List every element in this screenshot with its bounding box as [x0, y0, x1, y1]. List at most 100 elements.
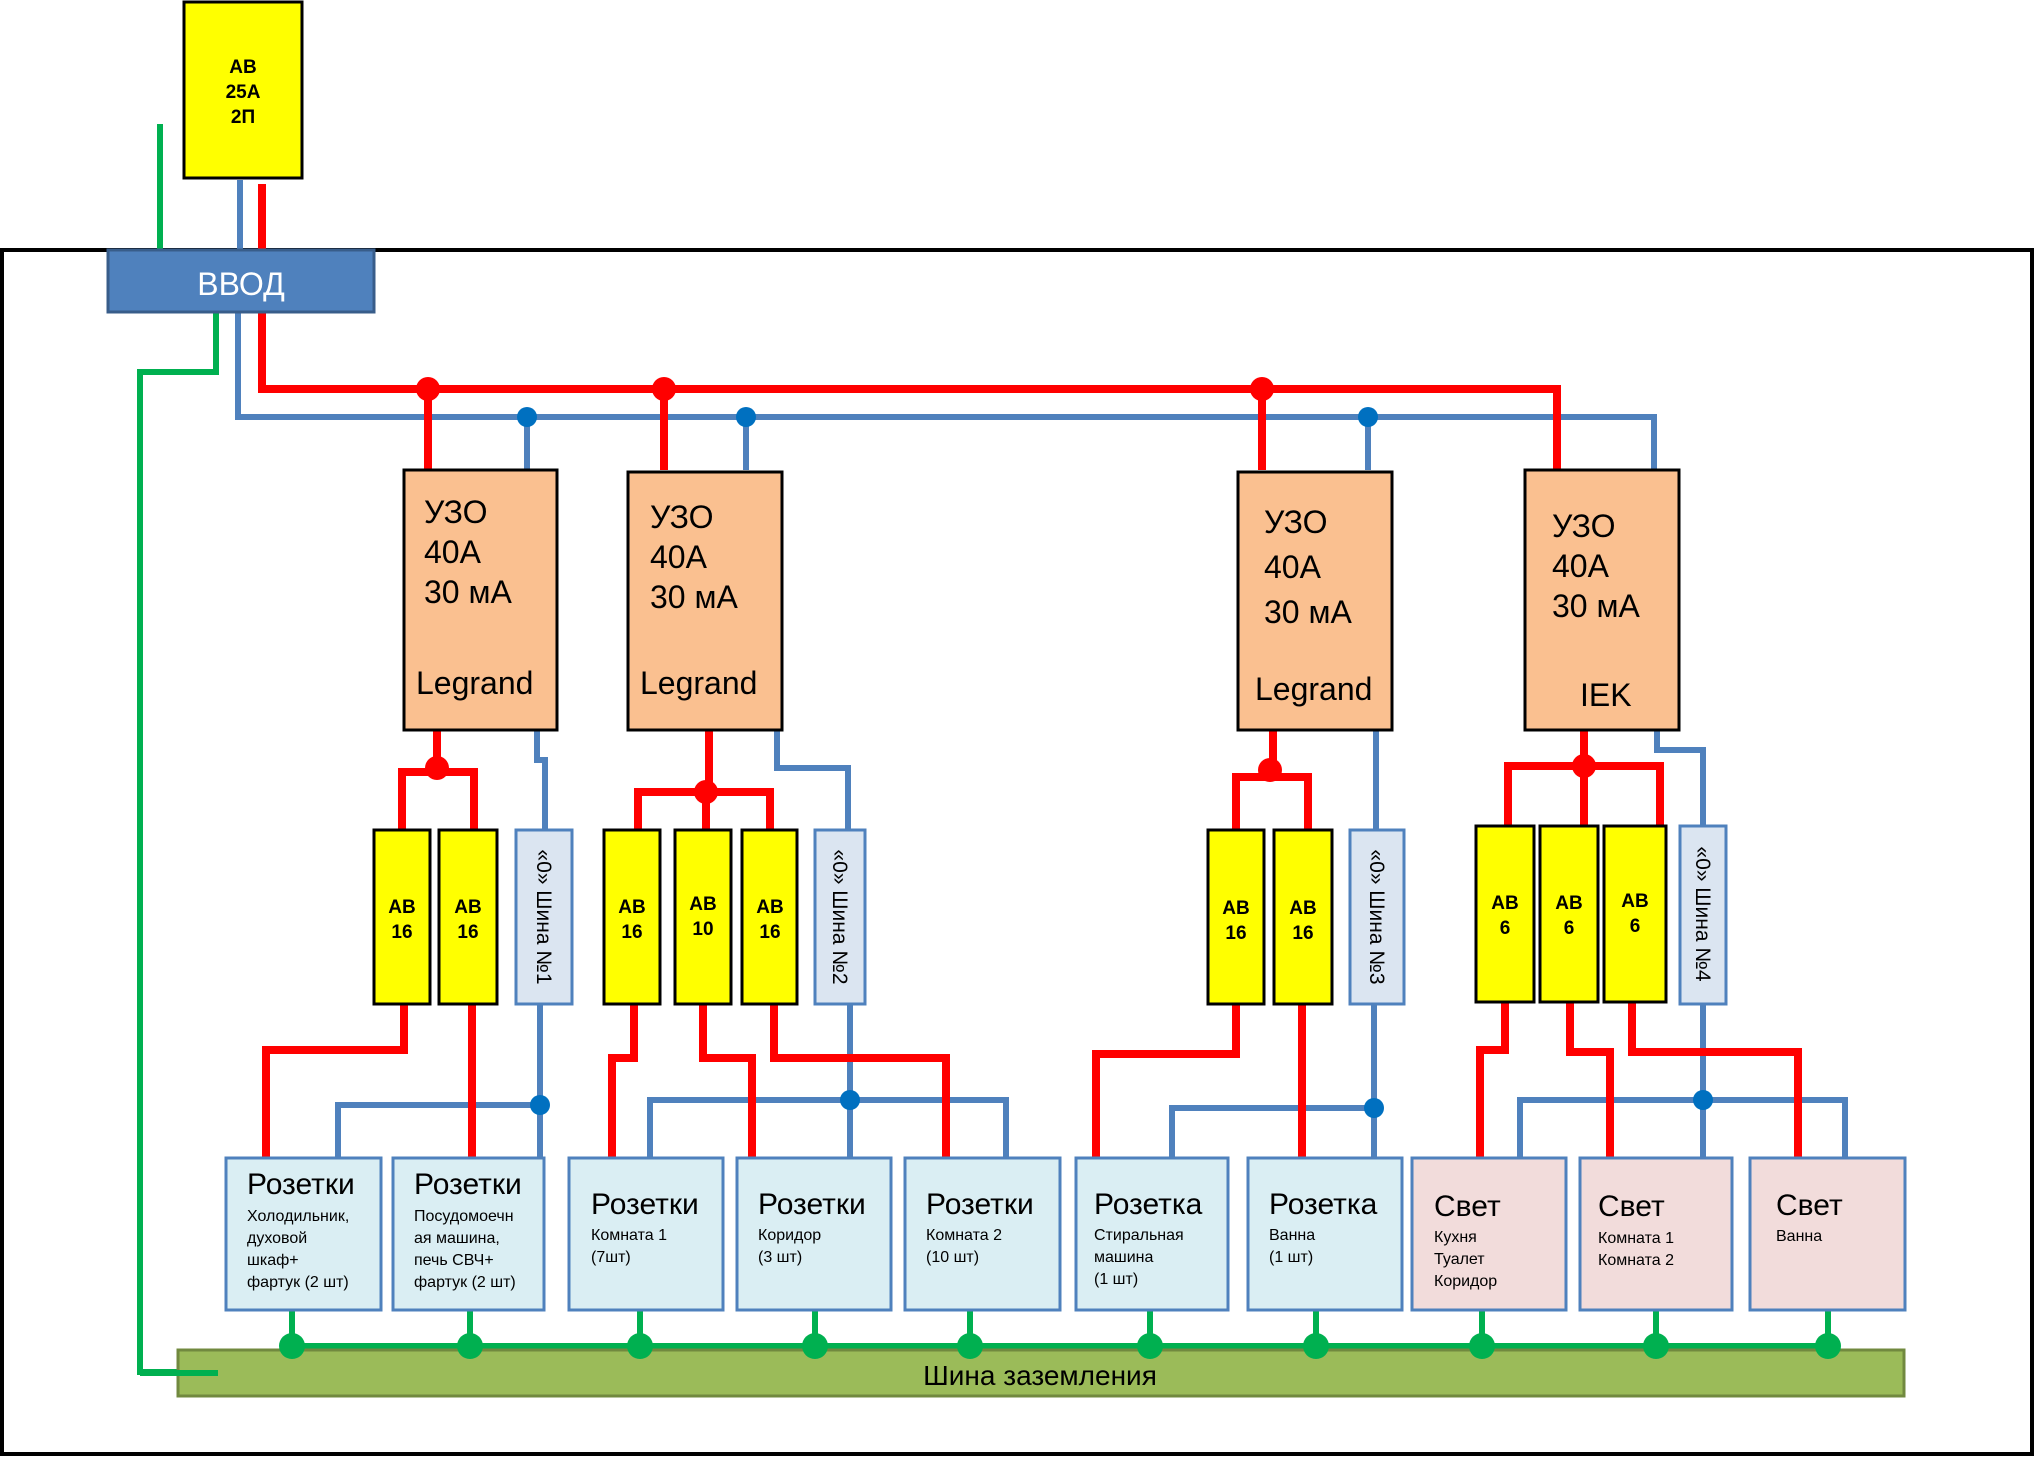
- rcd-2-line-3: 30 мА: [650, 579, 738, 615]
- circuit-9-desc-2: Комната 2: [1598, 1252, 1674, 1269]
- rcd-1-line-3: 30 мА: [424, 574, 512, 610]
- circuit-3-desc-2: (7шт): [591, 1249, 631, 1266]
- circuit-3-desc-1: Комната 1: [591, 1227, 667, 1244]
- breaker-9: АВ 6: [1538, 824, 1600, 1004]
- breaker-1-type: АВ: [388, 897, 415, 918]
- breaker-4-rating: 10: [692, 919, 713, 940]
- breaker-6-rating: 16: [1225, 923, 1246, 944]
- breaker-2: АВ 16: [437, 828, 499, 1006]
- circuit-1-desc-2: духовой: [247, 1230, 307, 1247]
- ground-bus-label: Шина заземления: [923, 1360, 1157, 1391]
- circuit-4-desc-2: (3 шт): [758, 1249, 802, 1266]
- circuit-3: Розетки Комната 1 (7шт): [567, 1156, 725, 1312]
- circuit-4: Розетки Коридор (3 шт): [735, 1156, 893, 1312]
- breaker-4-type: АВ: [689, 894, 716, 915]
- breaker-7-type: АВ: [1289, 898, 1316, 919]
- input-label: ВВОД: [197, 266, 285, 302]
- rcd-3-brand: Legrand: [1255, 671, 1372, 707]
- rcd-4-line-3: 30 мА: [1552, 588, 1640, 624]
- rcd-3-line-3: 30 мА: [1264, 594, 1352, 630]
- rcd-2-line-1: УЗО: [650, 499, 713, 535]
- rcd-4-line-2: 40А: [1552, 548, 1610, 584]
- neutral-bus-1-label: «0» Шина №1: [532, 849, 555, 984]
- neutral-wires: [235, 180, 1848, 1158]
- circuit-6-desc-2: машина: [1094, 1249, 1154, 1266]
- circuit-5-desc-2: (10 шт): [926, 1249, 979, 1266]
- breaker-9-rating: 6: [1564, 918, 1575, 939]
- circuit-1-desc-4: фартук (2 шт): [247, 1274, 349, 1291]
- red-junction-dots: [416, 377, 1596, 804]
- circuit-1-desc-1: Холодильник,: [247, 1208, 349, 1225]
- input-block: [106, 248, 376, 314]
- circuit-10-desc-1: Ванна: [1776, 1228, 1822, 1245]
- breaker-6-type: АВ: [1222, 898, 1249, 919]
- circuit-2-desc-4: фартук (2 шт): [414, 1274, 516, 1291]
- circuit-8-desc-2: Туалет: [1434, 1251, 1485, 1268]
- circuit-6-desc-1: Стиральная: [1094, 1227, 1184, 1244]
- circuit-2: Розетки Посудомоечн ая машина, печь СВЧ+…: [391, 1156, 546, 1312]
- neutral-bus-3: «0» Шина №3: [1348, 828, 1406, 1006]
- neutral-bus-1: «0» Шина №1: [514, 828, 574, 1006]
- circuit-10: Свет Ванна: [1748, 1156, 1907, 1312]
- breaker-8-rating: 6: [1500, 918, 1511, 939]
- rcd-3: УЗО 40А 30 мА Legrand: [1236, 470, 1394, 732]
- rcd-1-line-1: УЗО: [424, 494, 487, 530]
- circuit-5-desc-1: Комната 2: [926, 1227, 1002, 1244]
- breaker-7-rating: 16: [1292, 923, 1313, 944]
- rcd-4-brand: IEK: [1580, 677, 1632, 713]
- breaker-3: АВ 16: [602, 828, 662, 1006]
- circuit-2-desc-3: печь СВЧ+: [414, 1252, 494, 1269]
- circuit-9: Свет Комната 1 Комната 2: [1578, 1156, 1734, 1312]
- circuit-7-title: Розетка: [1269, 1188, 1378, 1221]
- breaker-5: АВ 16: [740, 828, 799, 1006]
- circuit-5-title: Розетки: [926, 1188, 1034, 1221]
- breaker-1: АВ 16: [372, 828, 432, 1006]
- main-breaker-line-1: АВ: [229, 57, 256, 78]
- breaker-6: АВ 16: [1206, 828, 1266, 1006]
- rcd-1: УЗО 40А 30 мА Legrand: [402, 468, 559, 732]
- circuit-10-title: Свет: [1776, 1189, 1843, 1222]
- breaker-8-type: АВ: [1491, 893, 1518, 914]
- rcd-2-brand: Legrand: [640, 665, 757, 701]
- breaker-10: АВ 6: [1602, 824, 1668, 1004]
- main-breaker-line-2: 25А: [226, 82, 261, 103]
- circuit-2-desc-2: ая машина,: [414, 1230, 500, 1247]
- circuit-2-title: Розетки: [414, 1168, 522, 1201]
- breaker-2-rating: 16: [457, 922, 478, 943]
- circuit-7: Розетка Ванна (1 шт): [1246, 1156, 1404, 1312]
- neutral-bus-4: «0» Шина №4: [1678, 824, 1728, 1006]
- breaker-5-rating: 16: [759, 922, 780, 943]
- circuit-6: Розетка Стиральная машина (1 шт): [1074, 1156, 1230, 1312]
- rcd-4-line-1: УЗО: [1552, 508, 1615, 544]
- breaker-8: АВ 6: [1474, 824, 1536, 1004]
- circuit-7-desc-1: Ванна: [1269, 1227, 1315, 1244]
- rcd-1-line-2: 40А: [424, 534, 482, 570]
- circuit-9-title: Свет: [1598, 1190, 1665, 1223]
- neutral-bus-2-label: «0» Шина №2: [828, 849, 851, 984]
- circuit-6-title: Розетка: [1094, 1188, 1203, 1221]
- circuit-1-title: Розетки: [247, 1168, 355, 1201]
- rcd-3-line-1: УЗО: [1264, 504, 1327, 540]
- circuit-7-desc-2: (1 шт): [1269, 1249, 1313, 1266]
- circuit-2-desc-1: Посудомоечн: [414, 1208, 514, 1225]
- circuit-8: Свет Кухня Туалет Коридор: [1410, 1156, 1568, 1312]
- circuit-8-desc-1: Кухня: [1434, 1229, 1477, 1246]
- breaker-9-type: АВ: [1555, 893, 1582, 914]
- circuit-1-desc-3: шкаф+: [247, 1252, 299, 1269]
- ground-junction-dots: [279, 1333, 1841, 1359]
- rcd-1-brand: Legrand: [416, 665, 533, 701]
- rcd-3-line-2: 40А: [1264, 549, 1322, 585]
- breaker-1-rating: 16: [391, 922, 412, 943]
- breaker-2-type: АВ: [454, 897, 481, 918]
- circuit-9-desc-1: Комната 1: [1598, 1230, 1674, 1247]
- circuit-1: Розетки Холодильник, духовой шкаф+ фарту…: [224, 1156, 383, 1312]
- rcd-4: УЗО 40А 30 мА IEK: [1523, 468, 1681, 732]
- rcd-2-line-2: 40А: [650, 539, 708, 575]
- rcd-2: УЗО 40А 30 мА Legrand: [626, 470, 784, 732]
- breaker-7: АВ 16: [1272, 828, 1334, 1006]
- breaker-3-rating: 16: [621, 922, 642, 943]
- circuit-5: Розетки Комната 2 (10 шт): [903, 1156, 1062, 1312]
- neutral-bus-3-label: «0» Шина №3: [1365, 849, 1388, 984]
- main-breaker: [182, 0, 304, 180]
